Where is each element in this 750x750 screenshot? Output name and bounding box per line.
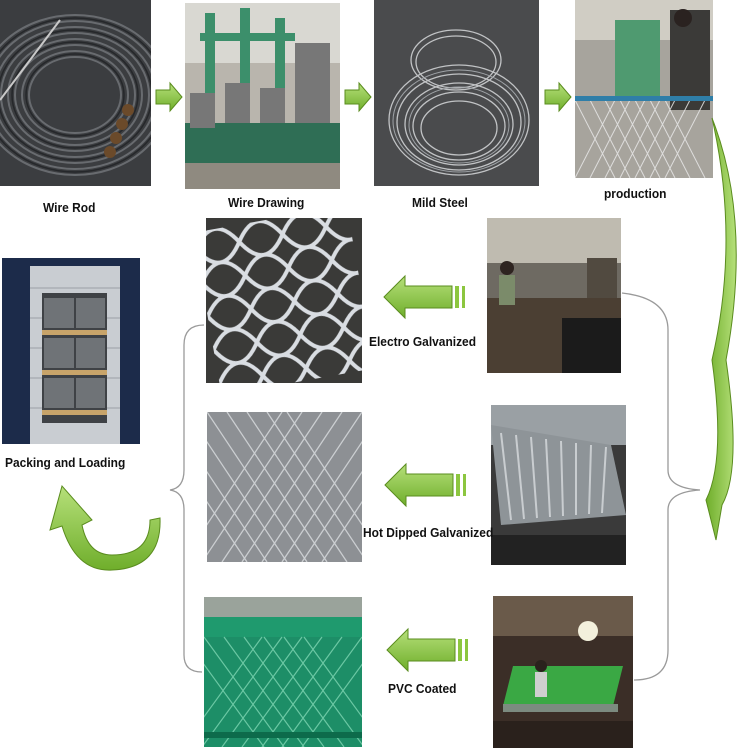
wire-rod-photo: [0, 0, 151, 186]
green-down-curved-arrow-icon: [705, 117, 737, 541]
hot-dipped-galvanized-mesh-photo: [207, 412, 362, 562]
pvc-coated-label: PVC Coated: [388, 681, 457, 696]
green-left-arrow-icon: [386, 627, 468, 673]
green-curved-arrow-icon: [49, 484, 161, 571]
hot-dipped-galvanized-label: Hot Dipped Galvanized: [363, 525, 494, 540]
green-right-arrow-icon: [344, 81, 372, 113]
left-bracket-connector: [169, 324, 205, 673]
wire-drawing-photo: [185, 3, 340, 189]
electro-galvanized-mesh-photo: [206, 218, 362, 383]
pvc-coating-process-photo: [493, 596, 633, 748]
electro-galvanized-label: Electro Galvanized: [369, 334, 477, 349]
electro-galvanizing-process-photo: [487, 218, 621, 373]
packing-loading-photo: [2, 258, 140, 444]
wire-rod-label: Wire Rod: [43, 200, 96, 215]
production-label: production: [604, 186, 667, 201]
green-left-arrow-icon: [384, 462, 466, 508]
hot-dip-process-photo: [491, 405, 626, 565]
wire-drawing-label: Wire Drawing: [228, 195, 305, 210]
packing-and-loading-label: Packing and Loading: [5, 455, 126, 470]
production-photo: [575, 0, 713, 178]
green-right-arrow-icon: [544, 81, 572, 113]
mild-steel-label: Mild Steel: [412, 195, 468, 210]
mild-steel-photo: [374, 0, 539, 186]
green-left-arrow-icon: [383, 274, 465, 320]
right-bracket-connector: [621, 292, 701, 681]
green-right-arrow-icon: [155, 81, 183, 113]
pvc-coated-mesh-photo: [204, 597, 362, 747]
